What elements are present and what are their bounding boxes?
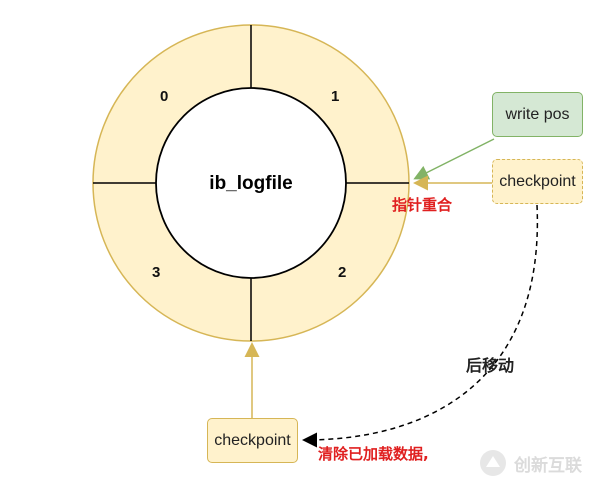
- clear-data-annotation: 清除已加载数据,: [318, 445, 429, 463]
- write-pos-box: write pos: [492, 92, 583, 137]
- move-annotation: 后移动: [466, 356, 515, 375]
- checkpoint-right-box: checkpoint: [492, 159, 583, 204]
- segment-label-3: 3: [152, 264, 161, 281]
- write-pos-arrow: [413, 138, 495, 180]
- watermark-text: 创新互联: [514, 455, 582, 476]
- overlap-annotation: 指针重合: [392, 196, 453, 214]
- segment-label-0: 0: [160, 88, 169, 105]
- segment-label-2: 2: [338, 264, 347, 281]
- watermark: 创新互联: [478, 448, 582, 478]
- log-file-title: ib_logfile: [209, 173, 293, 194]
- log-ring-inner: [155, 87, 347, 279]
- watermark-logo-icon: [480, 450, 506, 476]
- move-dashed-arrow: [302, 204, 539, 448]
- segment-label-1: 1: [331, 88, 340, 105]
- checkpoint-bottom-box: checkpoint: [207, 418, 298, 463]
